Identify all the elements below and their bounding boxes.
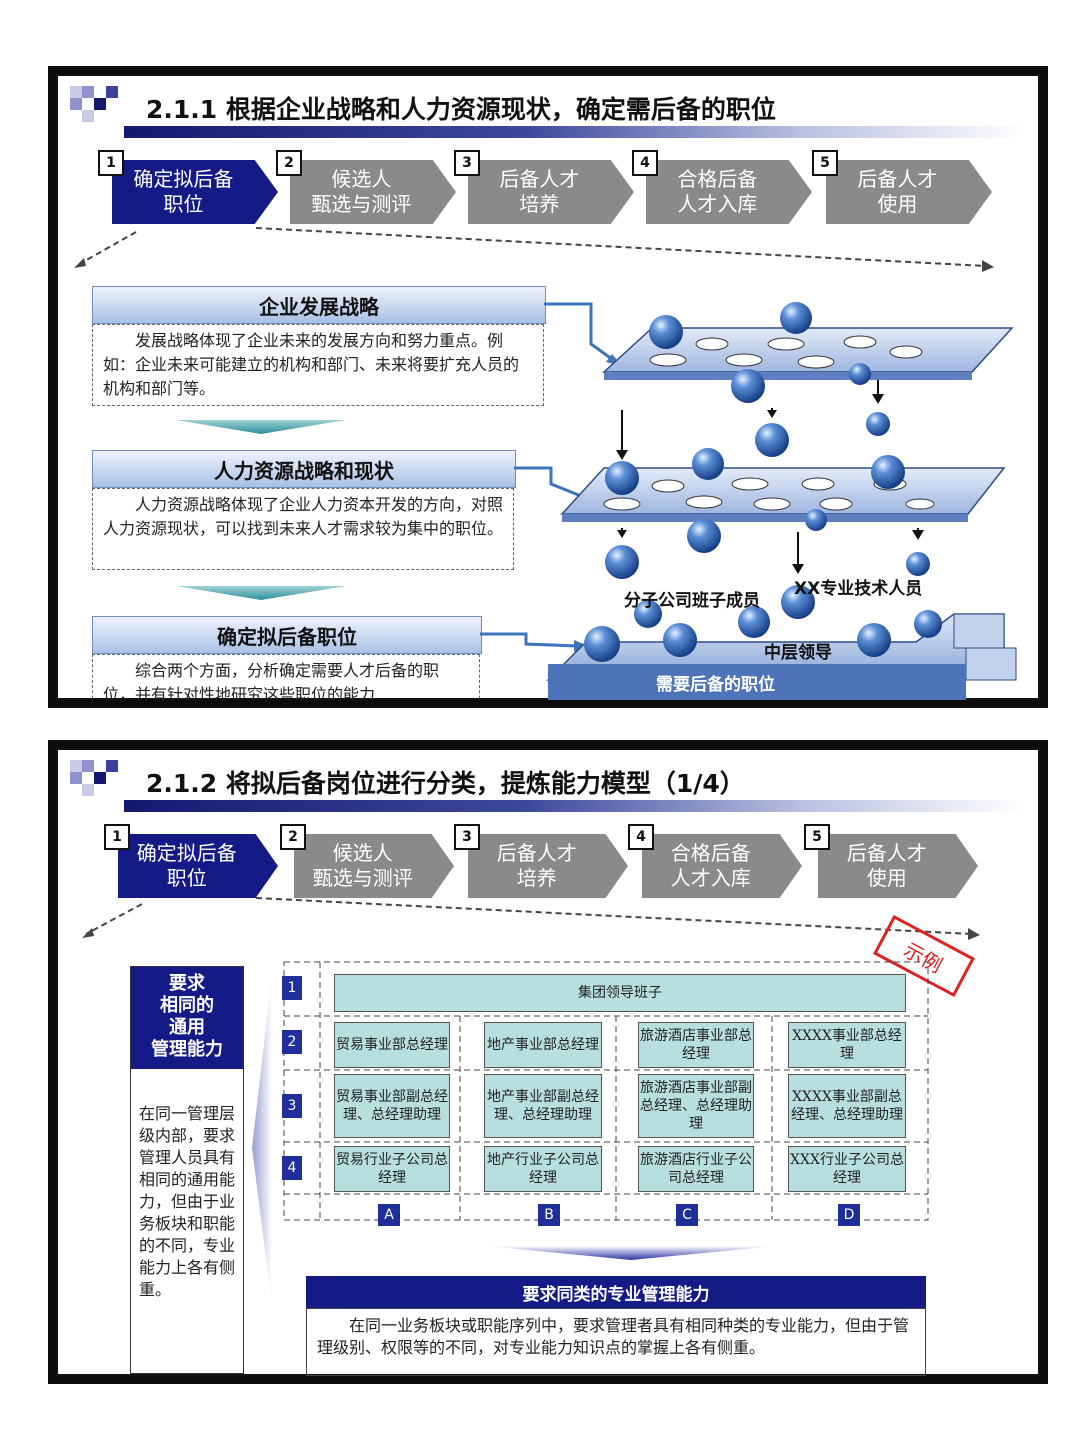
- general-ability-header: 要求 相同的 通用 管理能力: [131, 967, 243, 1069]
- step-4: 合格后备 人才入库 4: [632, 150, 812, 224]
- step-4: 合格后备 人才入库 4: [628, 824, 802, 898]
- label-base: 需要后备的职位: [656, 675, 775, 695]
- grid-cell: 地产行业子公司总经理: [484, 1146, 602, 1192]
- step-number: 4: [628, 824, 654, 850]
- title-bar: [124, 800, 1024, 812]
- step-3: 后备人才 培养 3: [454, 824, 628, 898]
- step-5: 后备人才 使用 5: [804, 824, 978, 898]
- step-3: 后备人才 培养 3: [454, 150, 634, 224]
- step-number: 4: [632, 150, 658, 176]
- grid-cell: 地产事业部总经理: [484, 1022, 602, 1068]
- slide-classify-positions: 2.1.2 将拟后备岗位进行分类，提炼能力模型（1/4） 确定拟后备 职位 1 …: [48, 740, 1048, 1384]
- step-expand-lines: [82, 897, 980, 940]
- section-text-strategy: 发展战略体现了企业未来的发展方向和努力重点。例如：企业未来可能建立的机构和部门、…: [92, 324, 544, 406]
- cell-group-leadership: 集团领导班子: [334, 974, 906, 1012]
- step-number: 3: [454, 824, 480, 850]
- column-letter: B: [538, 1204, 560, 1226]
- step-number: 2: [276, 150, 302, 176]
- step-1: 确定拟后备 职位 1: [98, 150, 278, 224]
- title-bar: [124, 126, 1024, 138]
- grid-cell: 贸易事业部总经理: [334, 1022, 450, 1068]
- column-letter: A: [378, 1204, 400, 1226]
- grid-cell: 旅游酒店行业子公司总经理: [638, 1146, 754, 1192]
- step-number: 1: [104, 824, 130, 850]
- step-label: 候选人 甄选与测评: [311, 167, 412, 216]
- grid-dashed-frame: [252, 961, 929, 1304]
- general-ability-text: 在同一管理层级内部，要求管理人员具有相同的通用能力，但由于业务板块和职能的不同，…: [139, 1104, 236, 1299]
- section-text-hr: 人力资源战略体现了企业人力资本开发的方向，对照人力资源现状，可以找到未来人才需求…: [92, 488, 514, 570]
- step-expand-lines: [74, 227, 994, 272]
- step-label: 候选人 甄选与测评: [312, 841, 413, 890]
- step-number: 5: [804, 824, 830, 850]
- column-letter: D: [838, 1204, 860, 1226]
- row-number: 2: [282, 1030, 302, 1054]
- section-text-positions: 综合两个方面，分析确定需要人才后备的职位，并有针对性地研究这些职位的能力: [92, 654, 480, 700]
- step-number: 1: [98, 150, 124, 176]
- slide-succession-positions: 2.1.1 根据企业战略和人力资源现状，确定需后备的职位 确定拟后备 职位 1 …: [48, 66, 1048, 708]
- title-decoration: [70, 86, 130, 126]
- row-number: 1: [282, 976, 302, 1000]
- slide-title: 2.1.1 根据企业战略和人力资源现状，确定需后备的职位: [146, 95, 776, 124]
- grid-cell: 旅游酒店事业部总经理: [638, 1022, 754, 1068]
- grid-cell: 地产事业部副总经理、总经理助理: [484, 1074, 602, 1138]
- step-5: 后备人才 使用 5: [812, 150, 992, 224]
- grid-cell: 贸易行业子公司总经理: [334, 1146, 450, 1192]
- section-header-hr: 人力资源战略和现状: [92, 450, 516, 488]
- general-ability-column: 要求 相同的 通用 管理能力 在同一管理层级内部，要求管理人员具有相同的通用能力…: [130, 966, 244, 1374]
- professional-ability-header: 要求同类的专业管理能力: [306, 1276, 926, 1308]
- row-number: 4: [282, 1156, 302, 1180]
- step-number: 5: [812, 150, 838, 176]
- title-decoration: [70, 760, 130, 800]
- step-number: 3: [454, 150, 480, 176]
- step-label: 合格后备 人才入库: [677, 167, 758, 216]
- step-1: 确定拟后备 职位 1: [104, 824, 278, 898]
- grid-cell: XXX行业子公司总经理: [788, 1146, 906, 1192]
- section-header-strategy: 企业发展战略: [92, 286, 546, 324]
- step-label: 确定拟后备 职位: [133, 167, 234, 216]
- grid-cell: XXXX事业部副总经理、总经理助理: [788, 1074, 906, 1138]
- grid-cell: XXXX事业部总经理: [788, 1022, 906, 1068]
- grid-cell: 贸易事业部副总经理、总经理助理: [334, 1074, 450, 1138]
- step-label: 后备人才 使用: [846, 841, 927, 890]
- step-number: 2: [280, 824, 306, 850]
- label-middle: 中层领导: [764, 643, 832, 663]
- row-number: 3: [282, 1094, 302, 1118]
- step-label: 后备人才 培养: [499, 167, 580, 216]
- step-label: 后备人才 培养: [496, 841, 577, 890]
- professional-ability-text: 在同一业务板块或职能序列中，要求管理者具有相同种类的专业能力，但由于管理级别、权…: [306, 1308, 926, 1376]
- step-label: 确定拟后备 职位: [136, 841, 237, 890]
- step-label: 后备人才 使用: [857, 167, 938, 216]
- column-letter: C: [676, 1204, 698, 1226]
- label-subsidiary: 分子公司班子成员: [624, 591, 760, 611]
- step-2: 候选人 甄选与测评 2: [280, 824, 454, 898]
- step-2: 候选人 甄选与测评 2: [276, 150, 456, 224]
- grid-cell: 旅游酒店事业部副总经理、总经理助理: [638, 1074, 754, 1138]
- slide-title: 2.1.2 将拟后备岗位进行分类，提炼能力模型（1/4）: [146, 769, 745, 798]
- sieve-diagram: [480, 302, 1017, 700]
- label-tech: XX专业技术人员: [794, 579, 923, 599]
- step-label: 合格后备 人才入库: [670, 841, 751, 890]
